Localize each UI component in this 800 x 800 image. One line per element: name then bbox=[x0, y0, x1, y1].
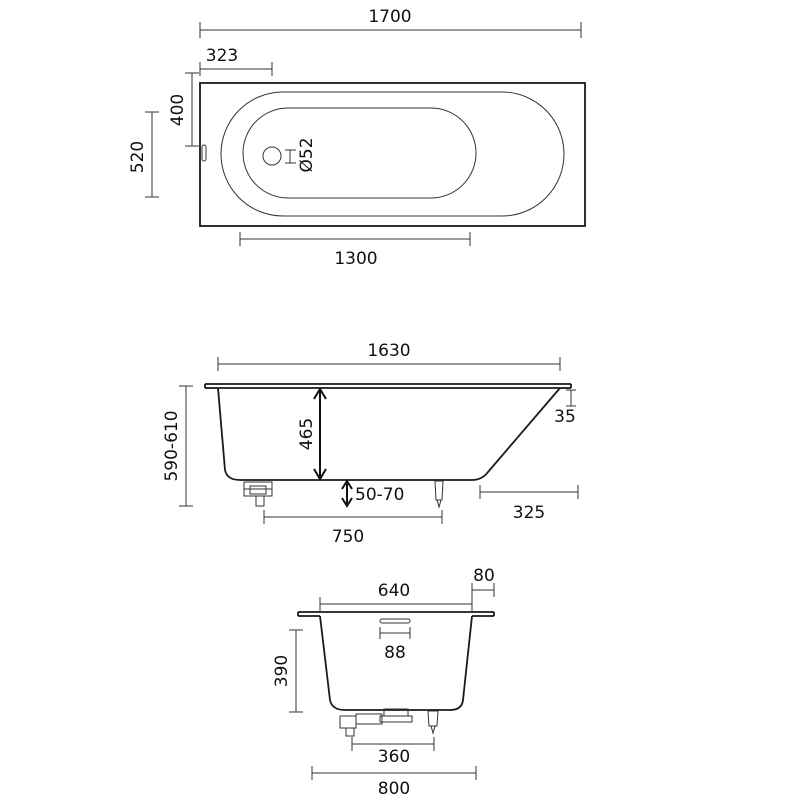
dim-label-end-overall-width: 800 bbox=[378, 779, 410, 799]
dim-label-foot-height: 50-70 bbox=[355, 485, 404, 505]
dim-label-end-height: 390 bbox=[272, 655, 292, 687]
top-view-basin-floor bbox=[242, 107, 477, 199]
dim-label-inner-length: 1300 bbox=[334, 249, 377, 269]
dim-label-overflow-size: 88 bbox=[384, 643, 406, 663]
dim-label-overall-length: 1700 bbox=[368, 7, 411, 27]
dim-label-foot-spacing: 750 bbox=[332, 527, 364, 547]
end-drain-assembly bbox=[339, 708, 413, 737]
dim-label-end-foot-spacing: 360 bbox=[378, 747, 410, 767]
dim-arrow-depth-bottom bbox=[313, 468, 327, 481]
drain-hole bbox=[262, 146, 282, 166]
dim-label-overall-width: 520 bbox=[128, 141, 148, 173]
dim-arrow-depth-top bbox=[313, 387, 327, 400]
top-view-outline bbox=[199, 82, 586, 227]
dim-label-inner-width: 400 bbox=[168, 94, 188, 126]
dim-label-depth: 465 bbox=[297, 418, 317, 450]
dim-label-drain-diameter: Ø52 bbox=[297, 137, 317, 172]
side-view: 1630 590-610 465 50-70 750 325 35 bbox=[162, 341, 579, 547]
dim-label-slope-length: 325 bbox=[513, 503, 545, 523]
dim-arrow-foot-height-top bbox=[341, 479, 353, 490]
end-body-outline bbox=[319, 615, 473, 711]
overflow-plate bbox=[379, 618, 411, 624]
dim-label-rim-width: 80 bbox=[473, 566, 495, 586]
dim-label-rim-thickness: 35 bbox=[554, 407, 576, 427]
top-view-rim-inner bbox=[220, 91, 565, 217]
top-view: 1700 323 400 520 Ø52 1300 bbox=[128, 7, 586, 269]
dim-label-rim-length: 1630 bbox=[367, 341, 410, 361]
support-foot bbox=[434, 480, 444, 509]
side-body-outline bbox=[217, 387, 561, 481]
end-support-foot bbox=[427, 710, 439, 735]
overflow-slot bbox=[201, 144, 207, 162]
dim-label-end-inner-width: 640 bbox=[378, 581, 410, 601]
drain-assembly bbox=[243, 481, 273, 507]
dim-arrow-foot-height-bottom bbox=[341, 497, 353, 508]
end-view: 640 80 88 390 360 800 bbox=[272, 566, 495, 799]
dim-label-total-height: 590-610 bbox=[162, 410, 182, 481]
dim-label-offset-to-drain: 323 bbox=[206, 46, 238, 66]
